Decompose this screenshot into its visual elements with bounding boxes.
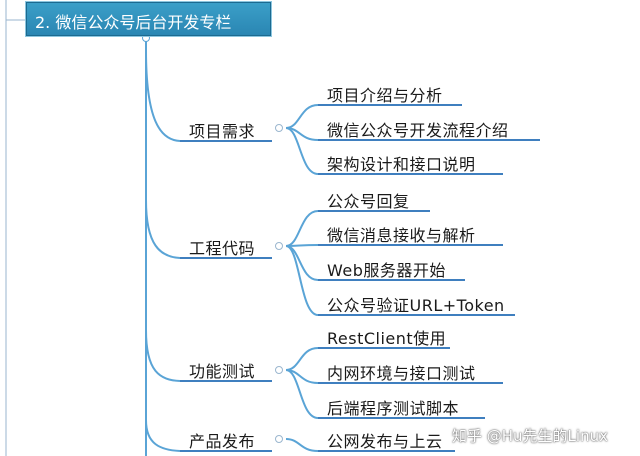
edge-工程代码-child-4	[285, 245, 319, 316]
edge-工程代码-child-2	[285, 244, 319, 247]
collapse-toggle-icon[interactable]	[275, 366, 283, 374]
edge-工程代码-child-3	[285, 245, 319, 281]
leaf-node[interactable]: 内网环境与接口测试	[327, 364, 476, 383]
edge-项目需求-child-1	[285, 104, 319, 129]
leaf-node[interactable]: 后端程序测试脚本	[327, 399, 460, 418]
leaf-node[interactable]: 公众号验证URL+Token	[327, 296, 505, 315]
edge-trunk-to-项目需求	[145, 49, 181, 142]
leaf-node[interactable]: 架构设计和接口说明	[327, 155, 476, 174]
leaf-node[interactable]: 微信消息接收与解析	[327, 226, 476, 245]
leaf-node[interactable]: 公众号回复	[327, 192, 410, 211]
edge-trunk-to-产品发布	[145, 419, 181, 452]
edge-trunk-to-功能测试	[145, 329, 181, 382]
collapse-toggle-icon[interactable]	[275, 242, 283, 250]
leaf-node[interactable]: 公网发布与上云	[327, 432, 443, 451]
edge-产品发布-child-1	[285, 438, 319, 452]
watermark-text: 知乎 @Hu先生的Linux	[452, 427, 608, 445]
leaf-node[interactable]: 微信公众号开发流程介绍	[327, 121, 509, 140]
edge-功能测试-child-3	[285, 369, 319, 419]
leaf-node[interactable]: 项目介绍与分析	[327, 86, 443, 105]
branch-node-功能测试[interactable]: 功能测试	[189, 362, 256, 381]
branch-node-项目需求[interactable]: 项目需求	[189, 122, 256, 141]
leaf-node[interactable]: Web服务器开始	[327, 261, 446, 280]
branch-node-产品发布[interactable]: 产品发布	[189, 432, 256, 451]
edge-trunk-to-工程代码	[145, 199, 181, 259]
branch-node-工程代码[interactable]: 工程代码	[189, 239, 256, 258]
leaf-node[interactable]: RestClient使用	[327, 329, 447, 348]
edge-工程代码-child-1	[285, 210, 319, 247]
root-node[interactable]: 2. 微信公众号后台开发专栏	[26, 2, 271, 36]
edge-功能测试-child-1	[285, 347, 319, 371]
collapse-toggle-icon[interactable]	[275, 435, 283, 443]
collapse-toggle-icon[interactable]	[275, 124, 283, 132]
root-node-label: 2. 微信公众号后台开发专栏	[35, 13, 232, 32]
edge-项目需求-child-3	[285, 127, 319, 175]
